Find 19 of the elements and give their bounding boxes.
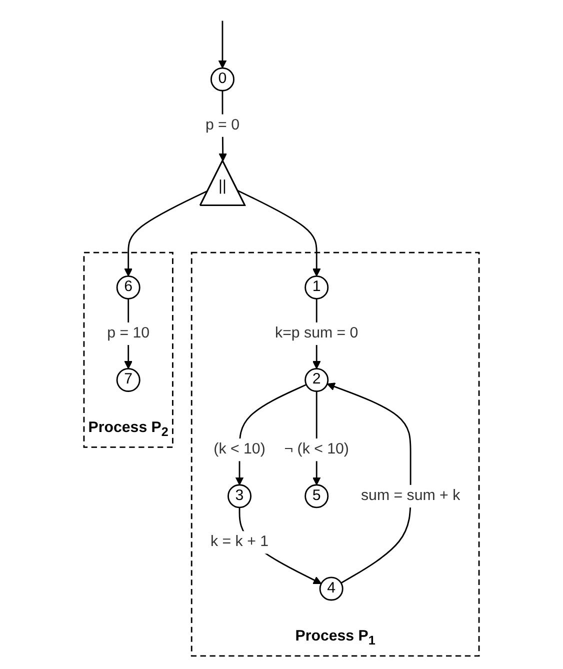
arrow: [326, 382, 412, 584]
node-circle: 2: [304, 368, 329, 392]
arrow: [237, 190, 321, 277]
edge-label: (k < 10): [214, 441, 266, 458]
edge-label: sum = sum + k: [360, 488, 460, 504]
node-circle: 1: [304, 275, 329, 300]
node-circle: 0: [210, 67, 234, 92]
node-circle: 4: [319, 576, 344, 601]
edge-label: p = 0: [205, 117, 240, 134]
arrow: [218, 20, 227, 68]
node-circle: 3: [228, 484, 252, 508]
arrow: [124, 190, 208, 277]
node-circle: 7: [116, 368, 140, 392]
edge-label: p = 10: [107, 325, 150, 342]
node-circle: 5: [304, 484, 329, 508]
edge-label: ¬ (k < 10): [284, 441, 349, 458]
node-circle: 6: [116, 275, 140, 300]
edge-label: k = k + 1: [210, 534, 269, 550]
edge-label: k=p sum = 0: [275, 325, 358, 342]
